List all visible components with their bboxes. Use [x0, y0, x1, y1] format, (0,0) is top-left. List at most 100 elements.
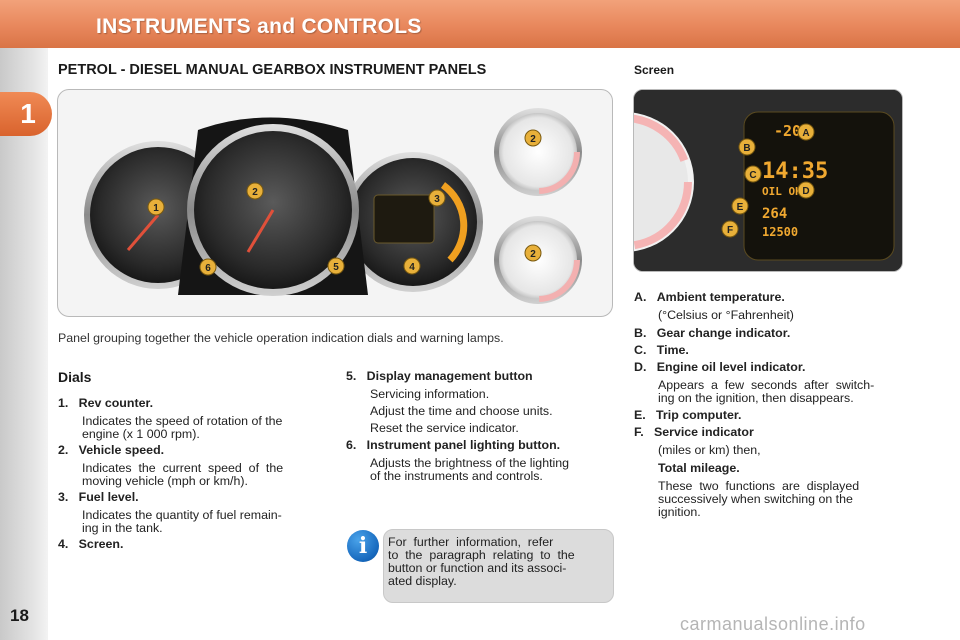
callout-6: [199, 258, 217, 276]
dial-desc-line: Indicates the speed of rotation of the: [82, 414, 283, 428]
screen-callout-label-d: D: [802, 186, 809, 197]
dial-desc-line: Reset the service indicator.: [370, 421, 519, 435]
screen-item-desc: Appears a few seconds after switch-: [658, 378, 875, 392]
screen-item-desc: successively when switching on the: [658, 492, 853, 506]
dial-label: Vehicle speed.: [78, 443, 165, 457]
callout-label-6: 6: [205, 263, 211, 274]
screen-callout-e: [731, 197, 749, 215]
screen-item-letter: F.: [634, 425, 644, 439]
screen-item-desc: ing on the ignition, then disappears.: [658, 391, 854, 405]
screen-callout-d: [797, 181, 815, 199]
callout-label-3: 3: [434, 194, 440, 205]
callout-label-5: 5: [333, 262, 339, 273]
screen-oil-readout: OIL OK: [762, 185, 802, 198]
dial-desc-line: ing in the tank.: [82, 521, 163, 535]
callout-2-upper: [524, 129, 542, 147]
screen-trip-readout: 264: [762, 206, 787, 222]
dial-item-6: 6. Instrument panel lighting button. Adj…: [346, 438, 616, 484]
side-strip: [0, 48, 48, 640]
info-icon: i: [347, 530, 379, 562]
dial-desc-line: Adjusts the brightness of the lighting: [370, 456, 570, 470]
callout-label-2: 2: [252, 187, 258, 198]
screen-service-readout: 12500: [762, 225, 798, 239]
dials-list: 1. Rev counter. Indicates the speed of r…: [58, 396, 328, 552]
callout-label-4: 4: [409, 262, 415, 273]
screen-callout-label-a: A: [802, 128, 809, 139]
screen-item-d: D. Engine oil level indicator. Appears a…: [634, 360, 906, 406]
screen-callout-b: [738, 138, 756, 156]
screen-item-sublabel: Total mileage.: [658, 461, 740, 475]
dial-label: Fuel level.: [78, 490, 139, 504]
dial-item-3: 3. Fuel level. Indicates the quantity of…: [58, 490, 328, 536]
screen-item-desc: (miles or km) then,: [658, 443, 761, 457]
callout-1: [147, 198, 165, 216]
dial-number: 5.: [346, 369, 357, 383]
callout-label-2-lower: 2: [530, 249, 536, 260]
info-line: ated display.: [388, 574, 457, 588]
dial-number: 3.: [58, 490, 69, 504]
screen-item-label: Time.: [656, 343, 689, 357]
dial-number: 2.: [58, 443, 69, 457]
dial-desc-line: engine (x 1 000 rpm).: [82, 427, 200, 441]
screen-item-letter: C.: [634, 343, 647, 357]
screen-item-label: Service indicator: [653, 425, 754, 439]
screen-item-a: A. Ambient temperature. (°Celsius or °Fa…: [634, 290, 906, 323]
panel-caption: Panel grouping together the vehicle oper…: [58, 331, 504, 345]
header-bar: INSTRUMENTS and CONTROLS: [0, 0, 960, 48]
dials-heading: Dials: [58, 369, 92, 385]
callout-4: [403, 257, 421, 275]
screen-callout-label-e: E: [737, 202, 744, 213]
screen-item-e: E. Trip computer.: [634, 408, 906, 423]
screen-item-label: Trip computer.: [656, 408, 742, 422]
callout-label-2-upper: 2: [530, 134, 536, 145]
dial-label: Screen.: [78, 537, 124, 551]
dial-item-2: 2. Vehicle speed. Indicates the current …: [58, 443, 328, 489]
screen-callout-label-b: B: [743, 143, 750, 154]
screen-time-readout: 14:35: [762, 159, 828, 184]
screen-item-b: B. Gear change indicator.: [634, 326, 906, 341]
screen-item-f: F. Service indicator (miles or km) then,…: [634, 425, 906, 520]
info-line: to the paragraph relating to the: [388, 548, 575, 562]
instrument-panel-illustration: 1 2 3 4 5 6 2 2: [84, 108, 582, 304]
screen-callout-f: [721, 220, 739, 238]
dial-label: Rev counter.: [78, 396, 154, 410]
screen-callout-c: [744, 165, 762, 183]
screen-items-list: A. Ambient temperature. (°Celsius or °Fa…: [634, 290, 906, 520]
screen-callout-label-f: F: [727, 225, 733, 236]
screen-item-letter: A.: [634, 290, 647, 304]
screen-item-letter: B.: [634, 326, 647, 340]
dial-number: 4.: [58, 537, 69, 551]
dial-label: Instrument panel lighting button.: [366, 438, 561, 452]
callout-2: [246, 182, 264, 200]
page-number: 18: [10, 606, 29, 625]
dial-desc-line: Servicing information.: [370, 387, 490, 401]
dial-desc-line: Adjust the time and choose units.: [370, 404, 553, 418]
callout-label-1: 1: [153, 203, 159, 214]
dial-item-4: 4. Screen.: [58, 537, 328, 552]
section-title: PETROL - DIESEL MANUAL GEARBOX INSTRUMEN…: [58, 62, 487, 78]
callout-2-lower: [524, 244, 542, 262]
dial-number: 6.: [346, 438, 357, 452]
screen-item-desc: (°Celsius or °Fahrenheit): [658, 308, 794, 322]
screen-callout-label-c: C: [749, 170, 756, 181]
chapter-tab: 1: [0, 92, 52, 136]
screen-item-label: Ambient temperature.: [656, 290, 785, 304]
dial-desc-line: Indicates the current speed of the: [82, 461, 284, 475]
screen-callout-a: [797, 123, 815, 141]
dial-desc-line: Indicates the quantity of fuel remain-: [82, 508, 282, 522]
info-line: For further information, refer: [388, 535, 554, 549]
screen-item-desc: These two functions are displayed: [658, 479, 860, 493]
dial-number: 1.: [58, 396, 69, 410]
screen-item-label: Engine oil level indicator.: [656, 360, 806, 374]
screen-item-label: Gear change indicator.: [656, 326, 791, 340]
info-box: [383, 529, 614, 603]
instrument-panel-image: 1 2 3 4 5 6 2 2: [57, 89, 613, 317]
dial-item-5: 5. Display management button Servicing i…: [346, 369, 616, 436]
dial-desc-line: of the instruments and controls.: [370, 469, 543, 483]
screen-closeup-image: -20° 14:35 OIL OK 264 12500 A B C D E F: [633, 89, 903, 272]
callout-5: [327, 257, 345, 275]
screen-item-letter: D.: [634, 360, 647, 374]
dial-item-1: 1. Rev counter. Indicates the speed of r…: [58, 396, 328, 442]
dial-desc-line: moving vehicle (mph or km/h).: [82, 474, 248, 488]
callout-3: [428, 189, 446, 207]
